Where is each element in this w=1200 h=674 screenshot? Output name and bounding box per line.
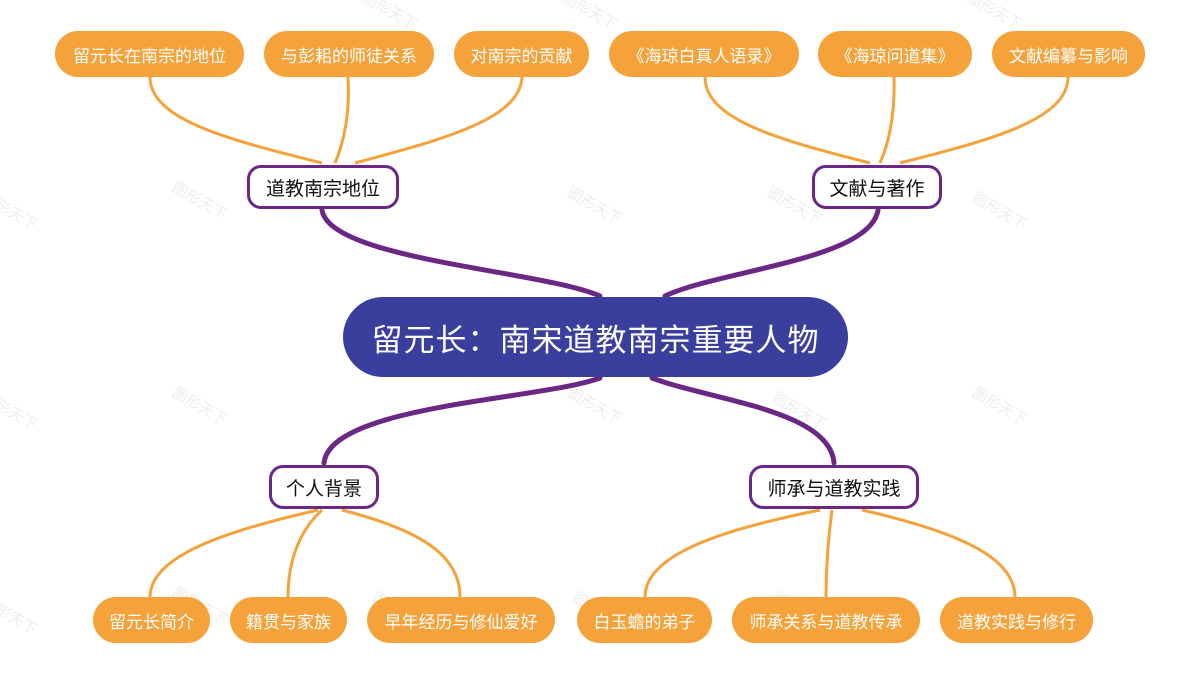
link-works-leaf-2 <box>878 76 896 164</box>
leaf-node[interactable]: 与彭耜的师徒关系 <box>264 31 434 77</box>
leaf-node[interactable]: 留元长简介 <box>93 597 210 643</box>
link-root-lineage <box>649 375 837 466</box>
link-lineage-leaf-3 <box>861 508 1017 598</box>
link-root-works <box>662 207 881 299</box>
leaf-node[interactable]: 早年经历与修仙爱好 <box>367 597 555 643</box>
link-works-leaf-3 <box>899 76 1070 165</box>
branch-node-background[interactable]: 个人背景 <box>269 465 379 509</box>
leaf-node[interactable]: 籍贯与家族 <box>230 597 347 643</box>
leaf-node[interactable]: 道教实践与修行 <box>940 597 1093 643</box>
link-lineage-leaf-2 <box>824 509 834 598</box>
link-background-leaf-1 <box>148 508 319 598</box>
leaf-node[interactable]: 师承关系与道教传承 <box>732 597 920 643</box>
link-works-leaf-1 <box>703 76 871 165</box>
link-status-leaf-1 <box>148 76 323 165</box>
leaf-node[interactable]: 白玉蟾的弟子 <box>577 597 712 643</box>
leaf-node[interactable]: 留元长在南宗的地位 <box>55 31 244 77</box>
branch-node-lineage[interactable]: 师承与道教实践 <box>749 465 919 509</box>
leaf-node[interactable]: 《海琼问道集》 <box>818 31 972 77</box>
link-status-leaf-2 <box>333 76 350 164</box>
link-lineage-leaf-1 <box>643 508 821 598</box>
leaf-node[interactable]: 《海琼白真人语录》 <box>609 31 799 77</box>
link-background-leaf-3 <box>341 508 462 598</box>
branch-node-works[interactable]: 文献与著作 <box>812 165 942 209</box>
link-root-background <box>321 375 603 466</box>
leaf-node[interactable]: 文献编纂与影响 <box>992 31 1145 77</box>
link-root-status <box>319 207 603 299</box>
root-node[interactable]: 留元长：南宋道教南宗重要人物 <box>343 297 848 377</box>
link-background-leaf-2 <box>286 508 324 598</box>
branch-node-status[interactable]: 道教南宗地位 <box>247 165 399 209</box>
link-status-leaf-3 <box>354 76 524 165</box>
leaf-node[interactable]: 对南宗的贡献 <box>454 31 589 77</box>
